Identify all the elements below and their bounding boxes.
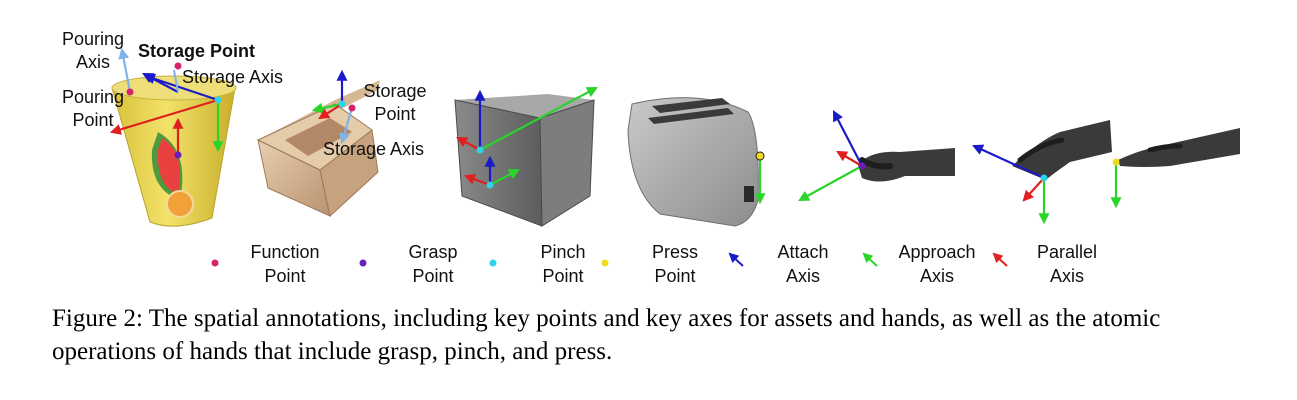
legend-label-line2: Axis [919, 266, 954, 286]
label-pouring-axis: Pouring Axis [48, 28, 138, 74]
legend-axis-arrow-icon [728, 252, 744, 267]
legend-label-line1: Attach [777, 242, 829, 262]
legend-label-line2: Point [264, 266, 306, 286]
legend-label-line1: Grasp [408, 242, 458, 262]
label-storage-axis-cup: Storage Axis [182, 67, 284, 87]
legend-point-icon [489, 259, 497, 267]
label-pouring-point: Pouring Point [48, 86, 138, 132]
label-pouring-point-line2: Point [72, 110, 114, 130]
legend-label-line1: Approach [898, 242, 976, 262]
cabinet-object [256, 80, 380, 217]
label-pouring-point-line1: Pouring [61, 87, 125, 107]
legend-label-line1: Function [250, 242, 320, 262]
legend-point-icon [359, 259, 367, 267]
legend-label-line1: Press [651, 242, 698, 262]
label-storage-point-cup: Storage Point [138, 41, 256, 61]
label-pouring-axis-line2: Axis [75, 52, 110, 72]
hand-grasp-object [858, 148, 955, 182]
figure-illustration [109, 47, 1240, 227]
legend-label-line2: Axis [1049, 266, 1084, 286]
hand-pinch-object [1012, 120, 1112, 180]
legend-label-line2: Point [654, 266, 696, 286]
label-storage-point-cabinet-line2: Point [374, 104, 416, 124]
toaster-object [627, 97, 759, 227]
legend-label-line1: Pinch [540, 242, 586, 262]
legend-point-icon [211, 259, 219, 267]
box-object [454, 94, 595, 227]
legend-axis-arrow-icon [992, 252, 1008, 267]
figure-caption: Figure 2: The spatial annotations, inclu… [52, 305, 1161, 365]
label-pouring-axis-line1: Pouring [61, 29, 125, 49]
legend-axis-arrow-icon [862, 252, 878, 267]
label-storage-point-cabinet: Storage Point [356, 80, 434, 126]
hand-press-object [1118, 128, 1240, 167]
legend-point-icon [601, 259, 609, 267]
label-storage-axis-cabinet: Storage Axis [323, 139, 425, 159]
label-storage-point-cabinet-line1: Storage [363, 81, 427, 101]
legend-label-line1: Parallel [1036, 242, 1098, 262]
legend-label-line2: Axis [785, 266, 820, 286]
legend-label-line2: Point [542, 266, 584, 286]
legend-label-line2: Point [412, 266, 454, 286]
